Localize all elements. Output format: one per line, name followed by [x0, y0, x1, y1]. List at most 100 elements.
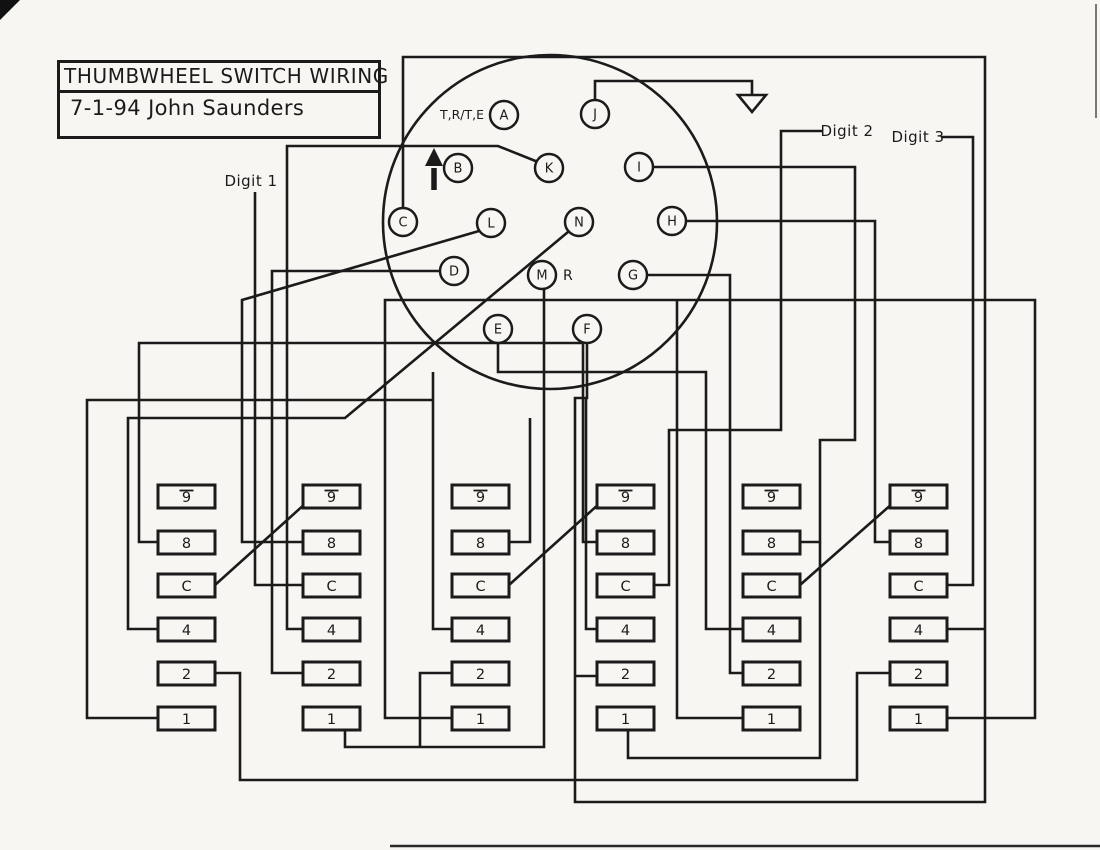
switch-box-label-col6-C: C: [913, 579, 923, 595]
connector-circle: [381, 53, 719, 391]
pin-G: [617, 259, 649, 291]
switch-box-label-col3-2: 2: [476, 667, 485, 683]
pin-F: [571, 313, 603, 345]
switch-box-col1-4: [156, 616, 217, 643]
wire-col3-8-riser: [509, 418, 532, 544]
switch-box-label-col4-8: 8: [621, 536, 630, 552]
switch-box-col3-8: [450, 529, 511, 556]
switch-box-label-col5-2: 2: [767, 667, 776, 683]
wire-col4-1-riser: [626, 542, 822, 760]
digit-label-1: Digit 1: [224, 172, 277, 190]
switch-box-col1-1: [156, 705, 217, 732]
switch-box-label-col2-8: 8: [327, 536, 336, 552]
pin-label-A: A: [500, 109, 509, 124]
ground-symbol-icon: [735, 93, 769, 115]
switch-box-label-col6-1: 1: [914, 712, 923, 728]
switch-box-col2-9: [301, 483, 362, 510]
wire-digit2-to-col4-C: [654, 129, 822, 587]
switch-box-col5-9: [741, 483, 802, 510]
wire-bus372-to-col3-4: [431, 372, 452, 631]
switch-box-label-col6-2: 2: [914, 667, 923, 683]
switch-box-col4-1: [595, 705, 656, 732]
switch-box-col5-1: [741, 705, 802, 732]
switch-box-label-col4-2: 2: [621, 667, 630, 683]
pin-D: [438, 255, 470, 287]
wire-col4-4-riser: [584, 398, 597, 631]
pin-A: [488, 99, 520, 131]
switch-box-col4-9: [595, 483, 656, 510]
digit-label-3: Digit 3: [891, 128, 944, 146]
orientation-arrow-head-icon: [425, 148, 443, 166]
switch-box-label-col4-1: 1: [621, 712, 630, 728]
switch-box-col5-C: [741, 572, 802, 599]
pin-label-L: L: [487, 217, 495, 232]
pin-label-F: F: [583, 323, 590, 338]
pin-I: [623, 151, 655, 183]
pin-N: [563, 206, 595, 238]
pin-E: [482, 313, 514, 345]
wire-col3-2-drop: [418, 671, 452, 747]
title-box: THUMBWHEEL SWITCH WIRING 7-1-94 John Sau…: [57, 60, 388, 139]
switch-box-label-col2-1: 1: [327, 712, 336, 728]
switch-box-label-col4-4: 4: [621, 623, 630, 639]
wire-col1-2-to-col6-2-bus: [215, 671, 890, 782]
switch-box-col3-9: [450, 483, 511, 510]
wire-col1-1-riser: [85, 398, 433, 720]
pin-B: [442, 152, 474, 184]
switch-box-col6-8: [888, 529, 949, 556]
scan-artifact-corner: [0, 0, 20, 20]
wire-col1-C-to-col2-9: [214, 502, 307, 586]
switch-box-label-col5-1: 1: [767, 712, 776, 728]
switch-box-label-col1-4: 4: [182, 623, 191, 639]
switch-box-col4-2: [595, 660, 656, 687]
switch-box-col1-8: [156, 529, 217, 556]
wire-digit3-to-col6-C: [941, 135, 975, 587]
wire-col6-1-to-col3-1-bus: [383, 298, 1037, 720]
switch-box-label-col5-9: 9: [767, 490, 776, 506]
switch-box-col2-8: [301, 529, 362, 556]
pin-K: [533, 152, 565, 184]
switch-box-label-col3-4: 4: [476, 623, 485, 639]
switch-box-label-col4-9: 9: [621, 490, 630, 506]
pin-label-M: M: [536, 269, 547, 284]
switch-box-label-col1-C: C: [181, 579, 191, 595]
switch-box-col5-2: [741, 660, 802, 687]
switch-box-label-col2-4: 4: [327, 623, 336, 639]
pin-label-E: E: [494, 323, 502, 338]
digit-label-2: Digit 2: [820, 122, 873, 140]
pin-label-G: G: [628, 269, 638, 284]
switch-box-label-col3-1: 1: [476, 712, 485, 728]
switch-box-col3-1: [450, 705, 511, 732]
pin-label-C: C: [398, 216, 407, 231]
switch-box-label-col1-2: 2: [182, 667, 191, 683]
switch-box-col6-1: [888, 705, 949, 732]
switch-box-col2-2: [301, 660, 362, 687]
switch-box-col4-4: [595, 616, 656, 643]
switch-box-col6-C: [888, 572, 949, 599]
switch-box-col2-4: [301, 616, 362, 643]
switch-box-col4-8: [595, 529, 656, 556]
switch-box-label-col1-9: 9: [182, 490, 191, 506]
switch-box-col1-C: [156, 572, 217, 599]
wire-pin-F-to-col4-2: [573, 343, 597, 678]
switch-box-col2-1: [301, 705, 362, 732]
pin-label-D: D: [449, 265, 459, 280]
wire-pin-M-to-col2-1: [343, 289, 546, 749]
switch-box-label-col5-8: 8: [767, 536, 776, 552]
pin-label-B: B: [454, 162, 463, 177]
switch-box-col3-2: [450, 660, 511, 687]
wire-pin-H-to-col6-8: [686, 219, 890, 544]
switch-box-col3-C: [450, 572, 511, 599]
wire-pin-D-to-col2-2: [270, 269, 440, 675]
switch-box-label-col2-C: C: [326, 579, 336, 595]
pin-L: [475, 207, 507, 239]
switch-box-label-col5-4: 4: [767, 623, 776, 639]
switch-box-label-col2-9: 9: [327, 490, 336, 506]
pin-annotation-A: T,R/T,E: [439, 107, 484, 122]
pin-label-K: K: [545, 162, 554, 177]
switch-box-label-col6-4: 4: [914, 623, 923, 639]
wire-pin-L-to-col2-8: [240, 229, 480, 544]
switch-box-label-col1-1: 1: [182, 712, 191, 728]
switch-box-col1-2: [156, 660, 217, 687]
pin-annotation-M: R: [563, 268, 573, 284]
